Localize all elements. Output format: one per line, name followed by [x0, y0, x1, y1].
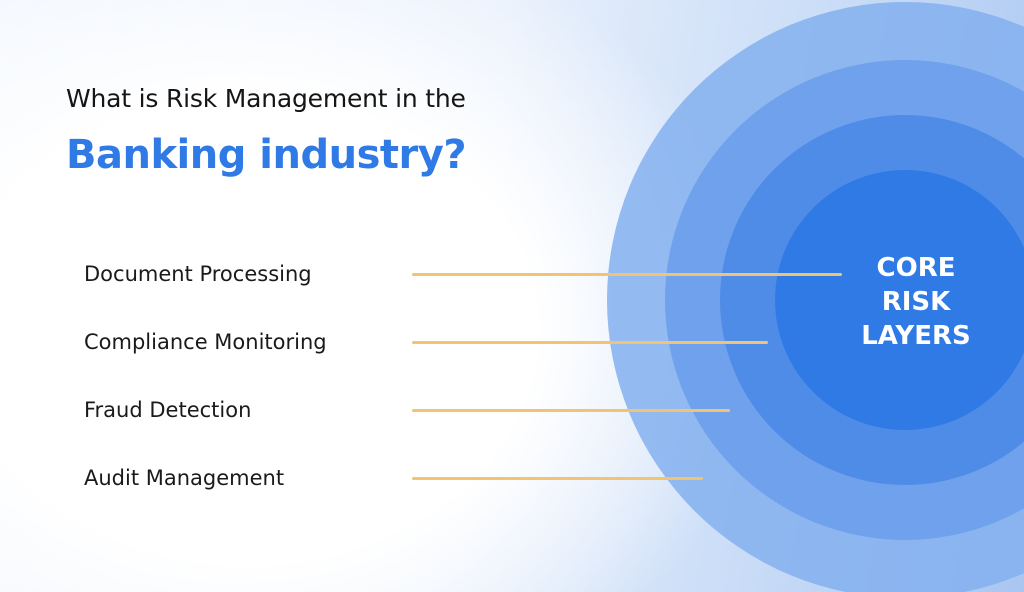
core-label-line-2: RISK: [881, 287, 951, 317]
connector-line-audit-management: [412, 477, 703, 480]
layer-label-document-processing: Document Processing: [84, 262, 312, 286]
connector-line-document-processing: [412, 273, 842, 276]
core-label-line-3: LAYERS: [861, 321, 971, 351]
connector-line-fraud-detection: [412, 409, 730, 412]
page-title-line-1: What is Risk Management in the: [66, 84, 466, 113]
core-label-line-1: CORE: [876, 253, 956, 283]
page-title-line-2: Banking industry?: [66, 132, 467, 178]
connector-line-compliance-monitoring: [412, 341, 768, 344]
layer-label-audit-management: Audit Management: [84, 466, 285, 490]
core-risk-layers-label: CORE RISK LAYERS: [846, 251, 986, 353]
layer-label-compliance-monitoring: Compliance Monitoring: [84, 330, 327, 354]
core-circle: [775, 170, 1024, 430]
layer-label-fraud-detection: Fraud Detection: [84, 398, 252, 422]
